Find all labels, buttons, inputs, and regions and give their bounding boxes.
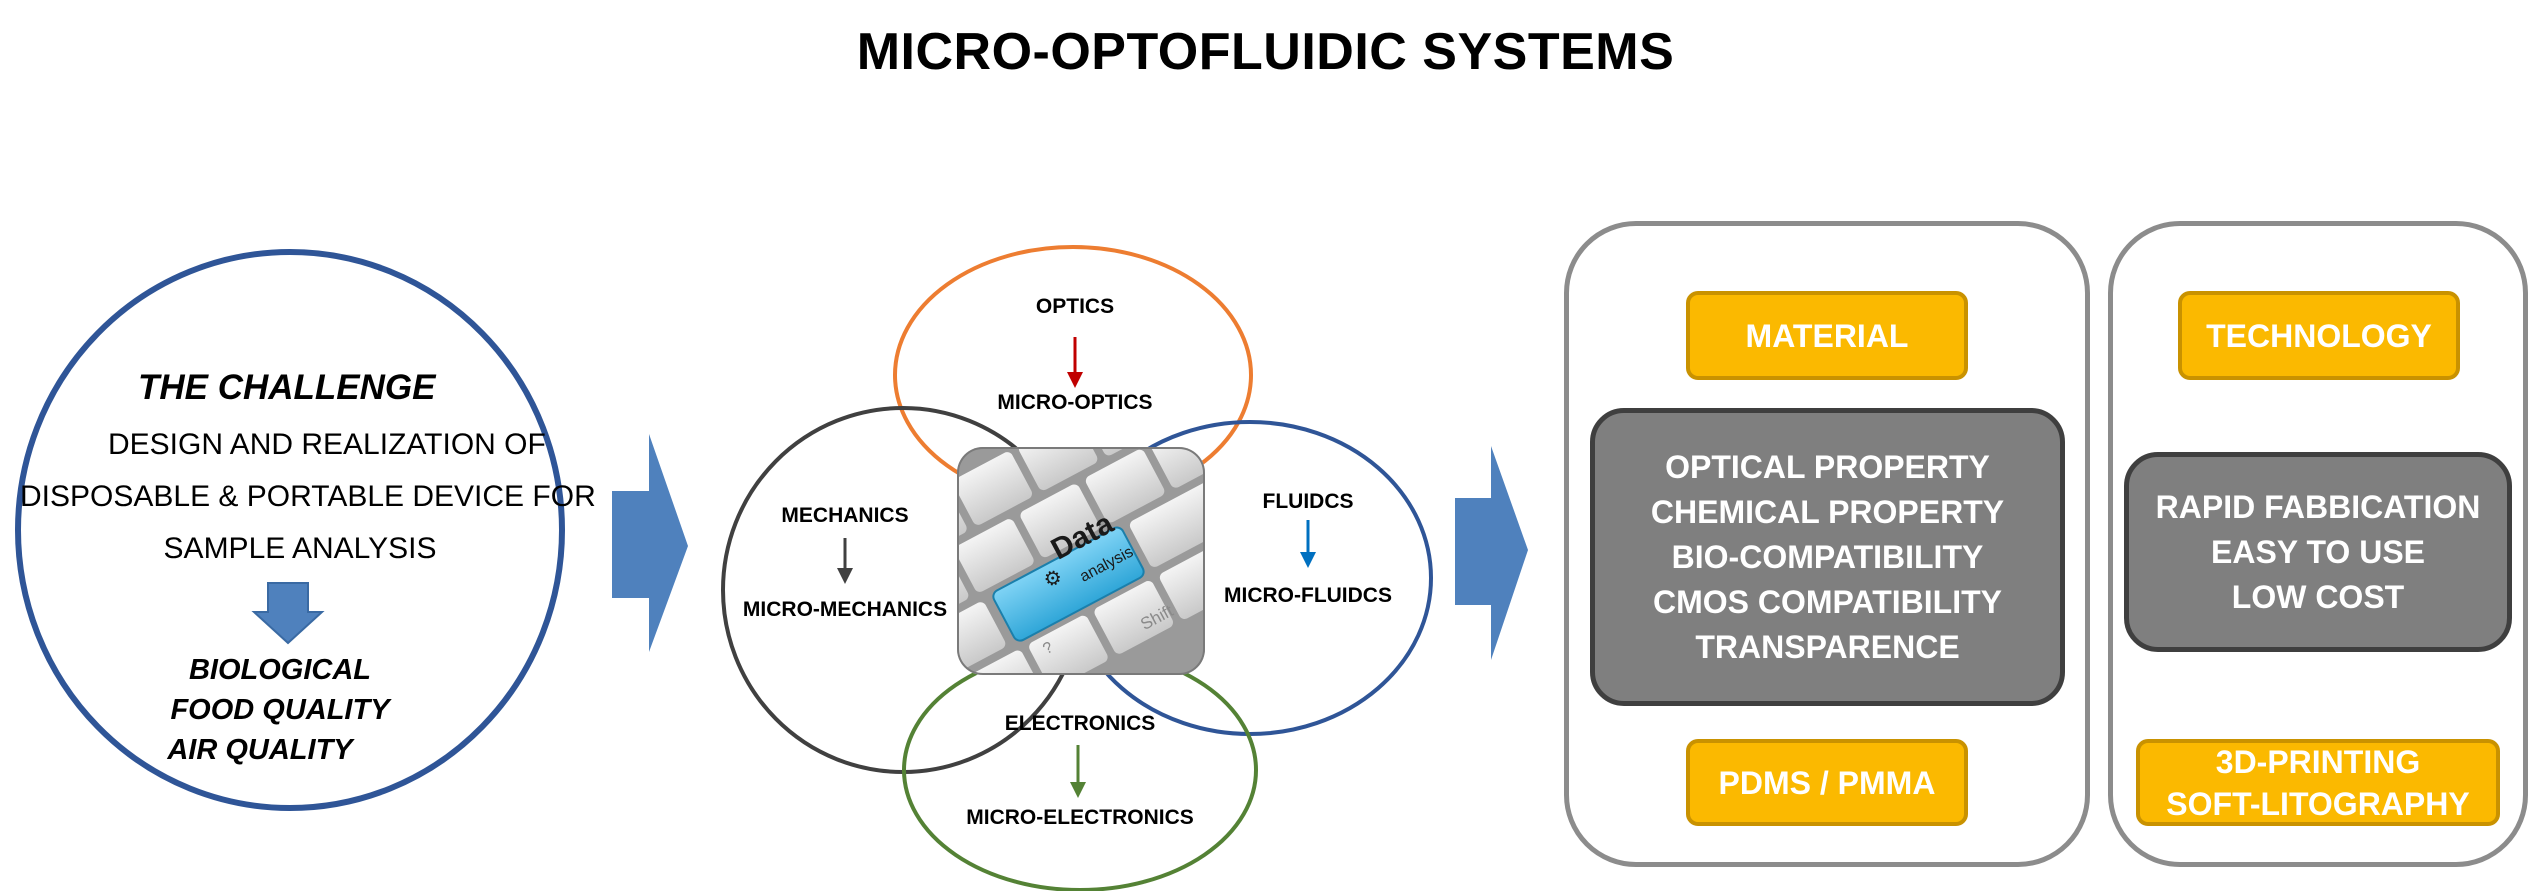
property-chemical: CHEMICAL PROPERTY [1650,493,2005,530]
property-rapid-fabrication: RAPID FABBICATION [2155,488,2481,525]
electronics-label: ELECTRONICS [1004,712,1156,735]
micro-optics-label: MICRO-OPTICS [997,391,1153,414]
challenge-line-3: SAMPLE ANALYSIS [163,532,437,565]
right-arrow-2-icon [1455,446,1528,660]
electronics-arrow-icon [1070,745,1086,798]
mechanics-label: MECHANICS [781,504,909,527]
property-cmos-compatibility: CMOS COMPATIBILITY [1652,583,2002,620]
property-optical: OPTICAL PROPERTY [1665,448,1990,485]
property-transparence: TRANSPARENCE [1695,628,1960,665]
material-header: MATERIAL [1686,291,1968,380]
mechanics-arrow-icon [837,538,853,584]
technology-footer-line-1: 3D-PRINTING [2215,743,2421,780]
challenge-circle [15,249,565,811]
technology-footer: 3D-PRINTING SOFT-LITOGRAPHY [2136,739,2500,826]
technology-properties-box: RAPID FABBICATION EASY TO USE LOW COST [2124,452,2512,652]
application-biological: BIOLOGICAL [188,654,372,686]
page-title: MICRO-OPTOFLUIDIC SYSTEMS [856,23,1675,81]
optics-arrow-icon [1067,337,1083,388]
material-properties-box: OPTICAL PROPERTY CHEMICAL PROPERTY BIO-C… [1590,408,2065,706]
right-arrow-1-icon [612,434,688,652]
data-analysis-keyboard-image [957,447,1205,675]
micro-electronics-label: MICRO-ELECTRONICS [966,806,1194,829]
technology-footer-line-2: SOFT-LITOGRAPHY [2166,785,2470,822]
challenge-line-1: DESIGN AND REALIZATION OF [108,428,546,461]
micro-fluidics-label: MICRO-FLUIDCS [1224,584,1392,607]
micro-mechanics-label: MICRO-MECHANICS [742,598,948,621]
application-air-quality: AIR QUALITY [167,734,353,766]
property-bio-compatibility: BIO-COMPATIBILITY [1671,538,1984,575]
application-food-quality: FOOD QUALITY [170,694,390,726]
challenge-line-2: DISPOSABLE & PORTABLE DEVICE FOR [20,480,596,513]
optics-label: OPTICS [1035,295,1115,318]
property-easy-to-use: EASY TO USE [2211,533,2425,570]
technology-header: TECHNOLOGY [2178,291,2460,380]
fluidics-arrow-icon [1300,520,1316,568]
challenge-heading: THE CHALLENGE [138,368,436,407]
fluidics-label: FLUIDCS [1262,490,1354,513]
electronics-circle [902,648,1258,891]
material-footer: PDMS / PMMA [1686,739,1968,826]
property-low-cost: LOW COST [2231,578,2405,615]
challenge-down-arrow-icon [251,582,325,645]
